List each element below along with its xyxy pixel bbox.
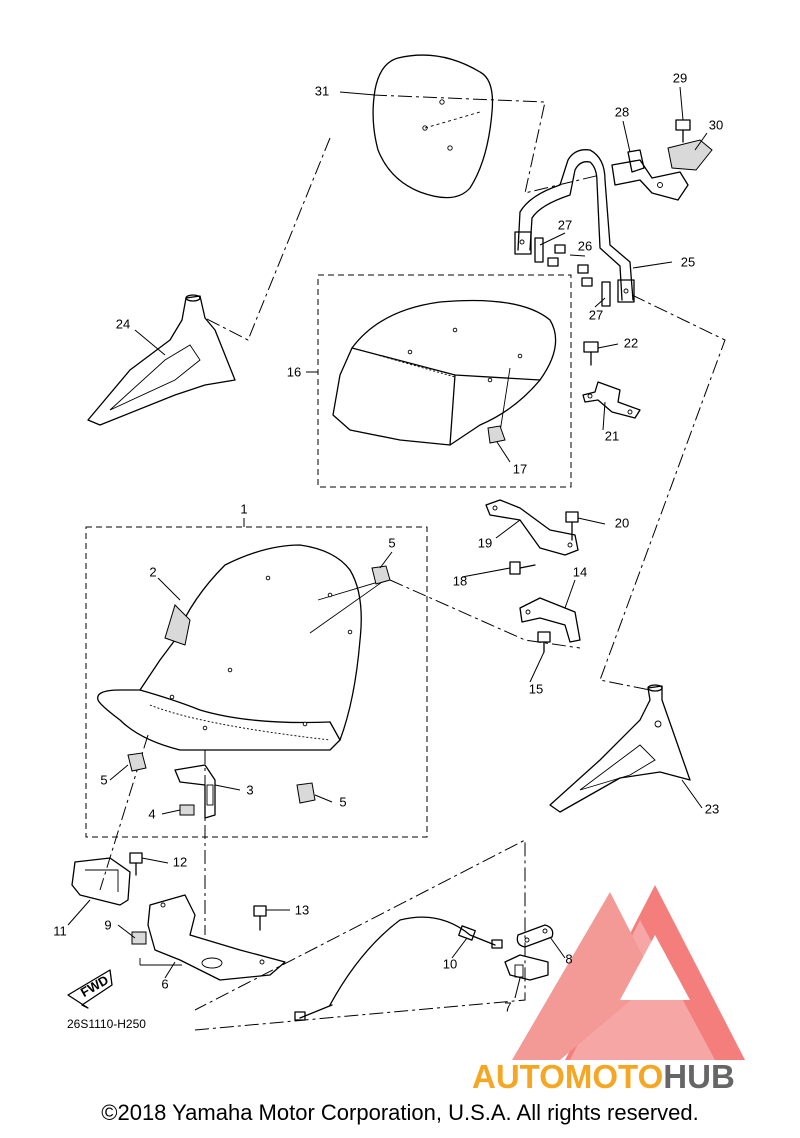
bracket-14	[519, 597, 581, 643]
right-stay	[549, 684, 691, 813]
part-number-14: 14	[573, 564, 587, 579]
damper-5-left	[127, 752, 147, 772]
part-number-5-left: 5	[100, 772, 107, 787]
watermark-logo	[512, 885, 745, 1060]
nut-9	[131, 931, 147, 945]
part-number-3: 3	[246, 782, 253, 797]
watermark-part1: AUTOMOTO	[472, 1058, 663, 1095]
part-number-28: 28	[615, 104, 629, 119]
clip-30	[667, 139, 713, 171]
callout-leaders	[67, 86, 708, 999]
part-number-10: 10	[443, 956, 457, 971]
part-number-8: 8	[565, 951, 572, 966]
plate-6	[147, 894, 286, 981]
part-number-26: 26	[578, 238, 592, 253]
part-number-31: 31	[315, 83, 329, 98]
part-number-27-top: 27	[558, 217, 572, 232]
part-number-25: 25	[681, 254, 695, 269]
part-number-20: 20	[615, 515, 629, 530]
diagram-code: 26S1110-H250	[67, 1017, 146, 1031]
lock-7	[504, 954, 549, 981]
part-number-11: 11	[53, 923, 67, 938]
part-number-22: 22	[624, 335, 638, 350]
backrest-bar	[514, 149, 635, 303]
seat-assembly-box	[85, 526, 428, 838]
part-number-24: 24	[116, 316, 130, 331]
part-number-6: 6	[161, 976, 168, 991]
part-number-5-top: 5	[388, 535, 395, 550]
passenger-seat	[332, 299, 557, 446]
callout-numbers: 1 2 3 4 5 5 5 6 7 8 9 10 11 12 13 14 15 …	[53, 70, 723, 1014]
fwd-arrow	[67, 969, 113, 1009]
main-seat	[97, 544, 362, 751]
fwd-label: FWD	[78, 972, 111, 1000]
part-number-18: 18	[453, 573, 467, 588]
watermark-part2: HUB	[663, 1058, 735, 1095]
bracket-19	[485, 499, 579, 556]
bolt-12	[129, 852, 143, 876]
part-number-1: 1	[240, 501, 247, 516]
part-number-9: 9	[104, 917, 111, 932]
bolt-22	[583, 341, 599, 366]
damper-5-right	[296, 782, 316, 804]
part-number-15: 15	[529, 681, 543, 696]
bolts-26	[547, 244, 593, 287]
bracket-3	[174, 764, 216, 819]
part-number-7: 7	[504, 999, 511, 1014]
part-number-17: 17	[513, 461, 527, 476]
bracket-11	[71, 857, 131, 906]
part-number-13: 13	[295, 902, 309, 917]
part-number-30: 30	[709, 117, 723, 132]
damper-17	[487, 425, 506, 444]
part-number-23: 23	[705, 801, 719, 816]
assembly-lines	[99, 94, 726, 1031]
plates-27	[534, 237, 611, 307]
watermark-text: AUTOMOTOHUB	[472, 1058, 735, 1095]
bolt-15	[537, 631, 551, 653]
nut-4	[179, 804, 195, 816]
plate-8	[516, 924, 554, 948]
part-number-21: 21	[605, 428, 619, 443]
bolt-29	[675, 119, 691, 143]
damper-5-top	[371, 565, 391, 585]
left-stay	[87, 294, 236, 426]
bolt-13	[253, 905, 267, 931]
part-number-2: 2	[149, 564, 156, 579]
backrest-pad	[372, 54, 494, 199]
part-number-5-right: 5	[339, 794, 346, 809]
backrest-bracket	[611, 149, 689, 201]
part-number-19: 19	[478, 535, 492, 550]
bolt-18	[509, 561, 536, 575]
part-number-16: 16	[287, 364, 301, 379]
part-number-27-bottom: 27	[589, 307, 603, 322]
bolt-20	[565, 511, 579, 541]
passenger-seat-box	[317, 274, 572, 488]
part-number-29: 29	[673, 70, 687, 85]
copyright-notice: ©2018 Yamaha Motor Corporation, U.S.A. A…	[101, 1100, 699, 1125]
part-number-4: 4	[148, 806, 155, 821]
part-number-12: 12	[173, 854, 187, 869]
cable-10	[294, 916, 503, 1021]
bracket-21	[582, 381, 641, 419]
